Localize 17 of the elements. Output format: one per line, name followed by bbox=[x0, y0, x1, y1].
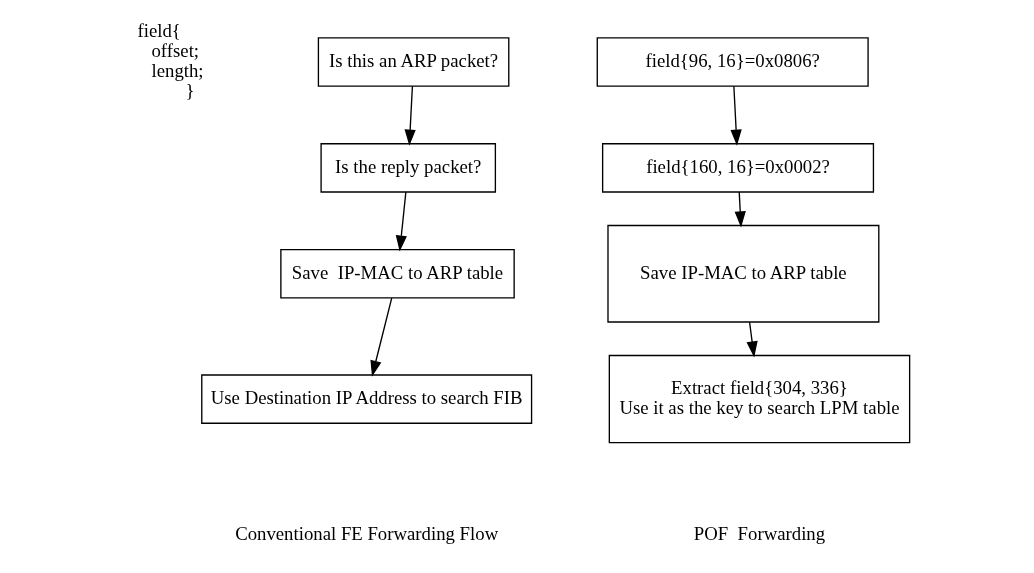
arrow bbox=[369, 297, 392, 377]
node-box: field{160, 16}=0x0002? bbox=[601, 143, 874, 193]
node-box: Extract field{304, 336} Use it as the key to search LPM table bbox=[608, 354, 910, 444]
node-box: field{96, 16}=0x0806? bbox=[596, 37, 869, 87]
arrow bbox=[395, 191, 407, 252]
node-box: Use Destination IP Address to search FIB bbox=[200, 374, 532, 424]
arrow bbox=[734, 191, 746, 228]
label: Conventional FE Forwarding Flow bbox=[234, 523, 498, 545]
node-box: Save IP-MAC to ARP table bbox=[279, 248, 515, 299]
arrow bbox=[730, 85, 742, 146]
node-box: Save IP-MAC to ARP table bbox=[606, 224, 879, 323]
label: POF Forwarding bbox=[693, 523, 825, 545]
arrow bbox=[404, 85, 416, 146]
node-box: Is the reply packet? bbox=[319, 143, 496, 193]
label: field{ offset; length; } bbox=[136, 19, 204, 102]
arrow bbox=[746, 321, 758, 358]
node-box: Is this an ARP packet? bbox=[317, 37, 509, 87]
